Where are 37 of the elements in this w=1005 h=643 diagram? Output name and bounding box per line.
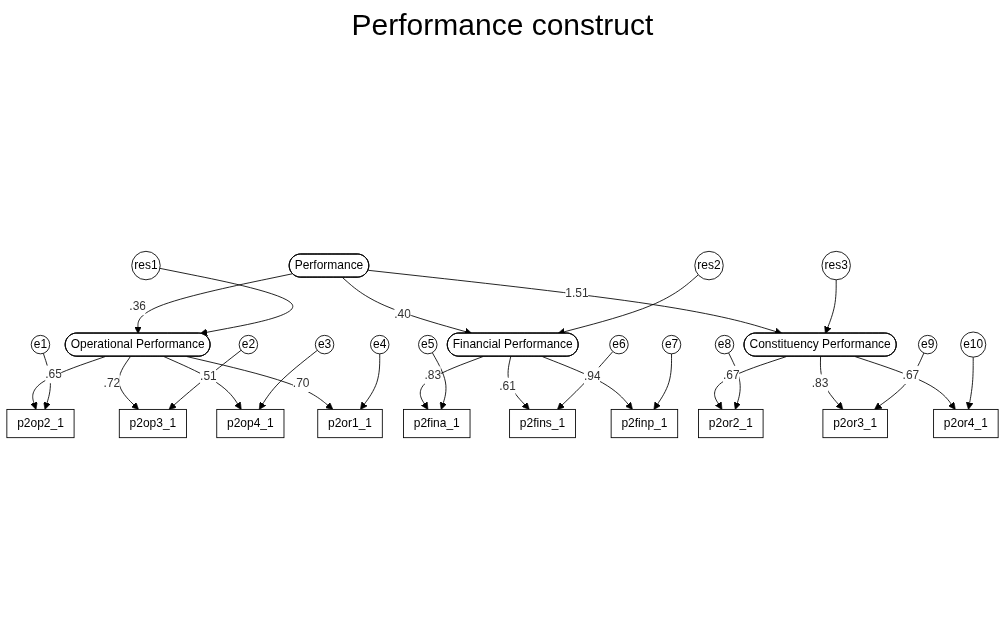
node-circle: e9 bbox=[918, 334, 938, 355]
node-box: p2finp_1 bbox=[610, 409, 679, 439]
node-box: p2fina_1 bbox=[403, 409, 471, 439]
edge-label: .61 bbox=[499, 379, 516, 393]
node-circle: e4 bbox=[370, 334, 390, 355]
edge-label: .36 bbox=[129, 298, 146, 313]
diagram-title: Performance construct bbox=[351, 8, 654, 42]
node-circle: e1 bbox=[30, 334, 51, 355]
edge-label: .83 bbox=[811, 376, 829, 390]
edge-label: .83 bbox=[424, 368, 442, 382]
node-box: p2op2_1 bbox=[6, 409, 75, 439]
node-circle: res2 bbox=[694, 250, 724, 281]
edge-label: .67 bbox=[902, 367, 920, 382]
node-circle: e6 bbox=[609, 334, 629, 355]
edge-label: .94 bbox=[583, 368, 601, 383]
node-box: p2fins_1 bbox=[509, 409, 576, 439]
node-box: p2or4_1 bbox=[933, 409, 999, 439]
node-circle: e7 bbox=[661, 334, 682, 355]
edge-label: 1.51 bbox=[565, 286, 589, 300]
edge-label: .65 bbox=[45, 367, 62, 381]
node-circle: e10 bbox=[960, 331, 987, 358]
node-circle: e3 bbox=[314, 334, 335, 355]
edge-label: .72 bbox=[103, 376, 121, 390]
node-box: p2or1_1 bbox=[317, 409, 383, 439]
node-circle: res1 bbox=[131, 250, 161, 281]
node-box: p2or2_1 bbox=[698, 409, 764, 439]
node-box: p2op4_1 bbox=[216, 409, 285, 439]
node-circle: e8 bbox=[714, 334, 735, 355]
node-box: p2op3_1 bbox=[118, 409, 187, 439]
edge-label: .70 bbox=[292, 376, 310, 390]
node-box: p2or3_1 bbox=[822, 409, 888, 439]
edge-label: .51 bbox=[200, 368, 217, 383]
edge-label: .40 bbox=[394, 306, 411, 321]
node-circle: res3 bbox=[821, 250, 851, 281]
node-circle: e2 bbox=[238, 334, 259, 355]
edge-label: .67 bbox=[723, 367, 740, 382]
node-circle: e5 bbox=[418, 334, 438, 355]
